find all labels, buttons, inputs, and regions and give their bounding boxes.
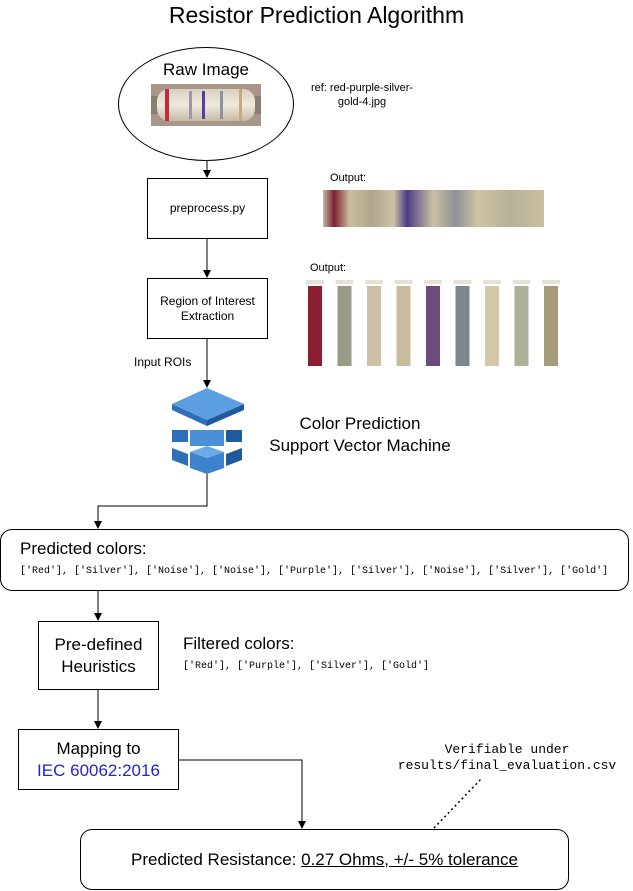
roi-band-tick-6 bbox=[453, 280, 472, 284]
roi-band-tick-7 bbox=[483, 280, 501, 284]
roi-node: Region of Interest Extraction bbox=[147, 278, 268, 339]
preprocess-node: preprocess.py bbox=[147, 178, 268, 239]
raw-image-label: Raw Image bbox=[163, 60, 249, 79]
roi-band-tick-1 bbox=[306, 280, 324, 284]
roi-band-9 bbox=[544, 286, 558, 366]
arrow-svm-to-predicted bbox=[94, 474, 208, 529]
svm-icon-top-face bbox=[172, 388, 244, 420]
svm-label-line1: Color Prediction bbox=[299, 414, 421, 433]
result-prefix: Predicted Resistance: bbox=[131, 849, 302, 869]
resistor-photo bbox=[151, 84, 261, 126]
roi-band-4 bbox=[396, 286, 411, 366]
diagram-title: Resistor Prediction Algorithm bbox=[168, 2, 465, 28]
result-node: Predicted Resistance: 0.27 Ohms, +/- 5% … bbox=[80, 829, 569, 890]
roi-output-bands bbox=[306, 280, 560, 366]
roi-band-tick-2 bbox=[335, 280, 354, 284]
input-rois-label: Input ROIs bbox=[134, 355, 192, 369]
verification-line1: Verifiable under bbox=[444, 742, 570, 757]
roi-band-6 bbox=[455, 286, 470, 366]
roi-band-1 bbox=[308, 286, 322, 366]
arrow-mapping-to-result bbox=[179, 759, 306, 829]
svm-icon-mid-left bbox=[172, 430, 188, 442]
raw-image-ref: ref: red-purple-silver-gold-4.jpg bbox=[310, 82, 414, 108]
roi-band-tick-9 bbox=[542, 280, 560, 284]
roi-band-tick-4 bbox=[394, 280, 413, 284]
predicted-colors-heading: Predicted colors: bbox=[20, 539, 147, 558]
roi-band-tick-8 bbox=[512, 280, 531, 284]
result-value: 0.27 Ohms, +/- 5% tolerance bbox=[301, 849, 518, 869]
svm-icon-base-top bbox=[190, 446, 224, 458]
preprocess-output-strip bbox=[323, 190, 544, 227]
filtered-colors-list: ['Red'], ['Purple'], ['Silver'], ['Gold'… bbox=[183, 661, 430, 672]
svm-icon-mid-center bbox=[190, 430, 224, 446]
roi-band-2 bbox=[337, 286, 352, 366]
svm-model-icon bbox=[172, 388, 244, 474]
preprocess-label: preprocess.py bbox=[169, 201, 246, 215]
heuristics-label: Pre-defined Heuristics bbox=[54, 634, 143, 676]
preprocess-output-strip-fill bbox=[323, 190, 544, 227]
svm-label-line2: Support Vector Machine bbox=[269, 436, 451, 455]
verification-note: Verifiable under results/final_evaluatio… bbox=[386, 742, 628, 774]
roi-band-7 bbox=[485, 286, 499, 366]
resistor-photo-graphic bbox=[151, 84, 261, 126]
roi-band-tick-5 bbox=[424, 280, 442, 284]
roi-band-tick-3 bbox=[365, 280, 383, 284]
roi-output-label: Output: bbox=[310, 262, 347, 274]
svm-icon-base-right bbox=[226, 448, 242, 466]
svm-icon-base-center bbox=[190, 452, 224, 474]
mapping-node: Mapping to IEC 60062:2016 bbox=[18, 729, 179, 790]
predicted-colors-list: ['Red'], ['Silver'], ['Noise'], ['Noise'… bbox=[20, 566, 609, 577]
filtered-colors-heading: Filtered colors: bbox=[183, 634, 295, 653]
roi-band-5 bbox=[426, 286, 440, 366]
svm-icon-top-right bbox=[207, 404, 244, 426]
raw-image-node bbox=[118, 47, 294, 161]
predicted-colors-node: Predicted colors: ['Red'], ['Silver'], [… bbox=[0, 529, 629, 591]
roi-band-8 bbox=[514, 286, 529, 366]
roi-band-3 bbox=[367, 286, 381, 366]
svm-label: Color Prediction Support Vector Machine bbox=[262, 413, 458, 457]
svm-icon-base-left bbox=[172, 448, 188, 466]
svm-icon-mid-right bbox=[226, 430, 242, 442]
mapping-standard: IEC 60062:2016 bbox=[37, 760, 160, 780]
verification-line2: results/final_evaluation.csv bbox=[397, 758, 617, 773]
roi-label: Region of Interest Extraction bbox=[160, 293, 255, 323]
svm-icon-top-left bbox=[172, 404, 207, 426]
heuristics-node: Pre-defined Heuristics bbox=[38, 621, 159, 690]
preprocess-output-label: Output: bbox=[330, 172, 367, 184]
mapping-label: Mapping to bbox=[56, 738, 141, 758]
verification-dotted-link bbox=[433, 777, 483, 829]
